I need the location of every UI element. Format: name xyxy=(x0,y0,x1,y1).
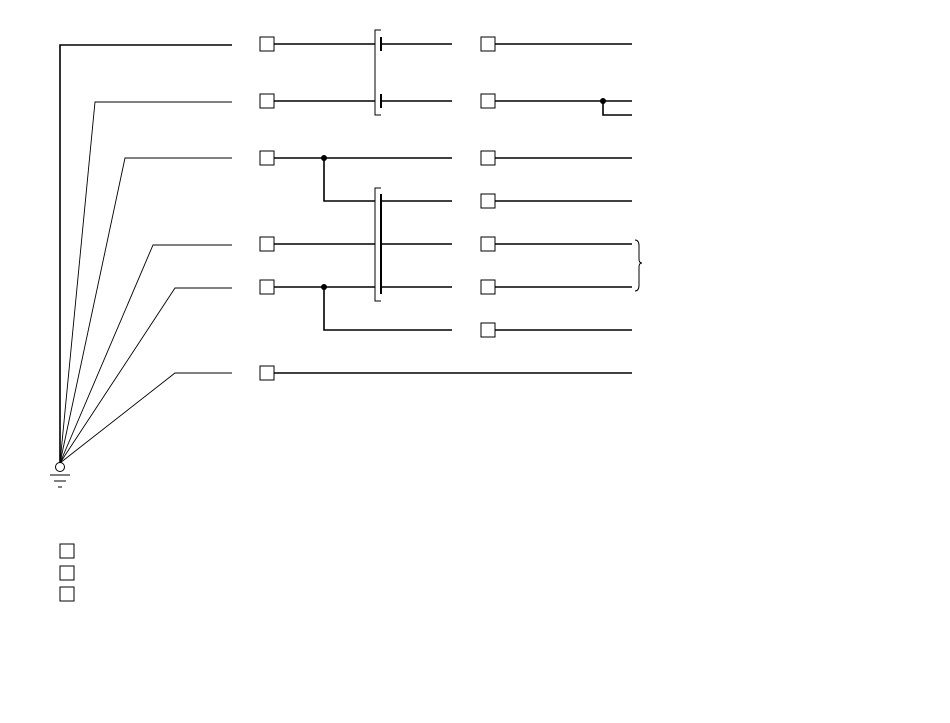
ground-icon xyxy=(50,462,70,488)
middle-wires xyxy=(274,43,632,374)
right-terminal-6 xyxy=(480,279,496,295)
fan-line-5 xyxy=(59,287,232,464)
right-terminal-5 xyxy=(480,236,496,252)
middle-terminal-5 xyxy=(259,279,275,295)
right-terminal-2 xyxy=(480,93,496,109)
middle-terminals xyxy=(259,36,275,381)
fan-out-lines xyxy=(59,44,232,464)
right-terminal-7 xyxy=(480,322,496,338)
right-terminal-4 xyxy=(480,193,496,209)
middle-terminal-3 xyxy=(259,150,275,166)
right-terminal-3 xyxy=(480,150,496,166)
splice-brackets xyxy=(374,29,382,302)
wire-row-6-branch xyxy=(323,287,452,331)
middle-terminal-4 xyxy=(259,236,275,252)
legend-box-2 xyxy=(59,565,75,581)
right-terminal-1 xyxy=(480,36,496,52)
splice-bracket-middle xyxy=(374,187,381,302)
right-brace xyxy=(634,239,643,292)
middle-terminal-2 xyxy=(259,93,275,109)
middle-terminal-6 xyxy=(259,365,275,381)
fan-line-4 xyxy=(59,244,232,464)
splice-bracket-top xyxy=(374,29,381,116)
right-wires xyxy=(495,43,632,331)
fan-line-3 xyxy=(59,157,232,464)
junction-dots xyxy=(321,98,606,290)
fan-line-2 xyxy=(59,101,232,464)
junction-dot-2 xyxy=(321,284,327,290)
right-terminals xyxy=(480,36,496,338)
junction-dot-1 xyxy=(321,155,327,161)
wire-row-3-branch xyxy=(323,158,375,202)
fan-line-1 xyxy=(59,44,232,463)
legend-box-1 xyxy=(59,543,75,559)
legend xyxy=(59,543,75,602)
right-wire-2-branch xyxy=(602,101,632,116)
legend-box-3 xyxy=(59,586,75,602)
middle-terminal-1 xyxy=(259,36,275,52)
fan-line-6 xyxy=(59,372,232,464)
